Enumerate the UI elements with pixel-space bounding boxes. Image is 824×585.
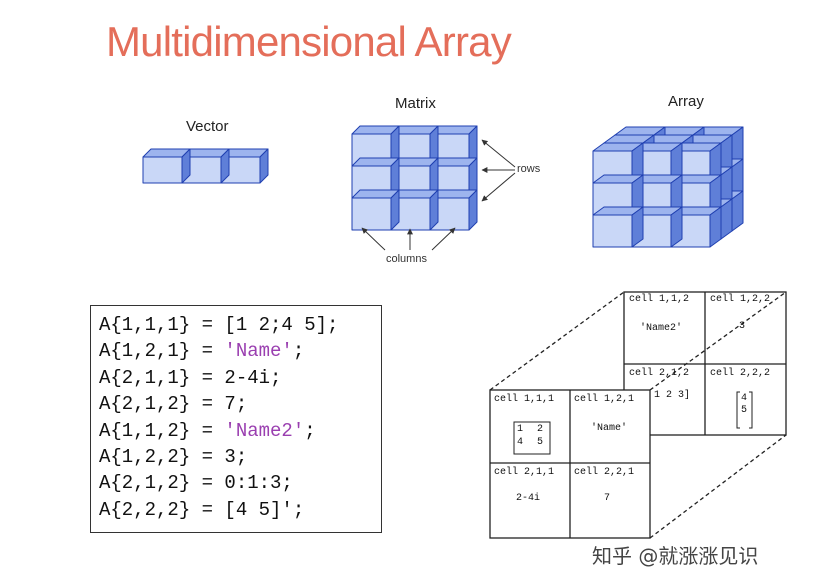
- columns-arrows: [361, 227, 456, 251]
- columns-label: columns: [386, 253, 427, 265]
- matrix-label: Matrix: [395, 95, 436, 112]
- page-title: Multidimensional Array: [106, 18, 512, 65]
- cube-face: [592, 214, 633, 248]
- cell-label: cell 2,1,2: [629, 368, 690, 379]
- code-value: 0:1:3;: [224, 472, 293, 495]
- cell-label: cell 2,1,1: [494, 467, 555, 478]
- rows-arrows: [481, 139, 516, 202]
- cell-label: cell 1,1,1: [494, 394, 555, 405]
- code-prefix: A{1,2,2} =: [99, 446, 225, 469]
- cell-value: 'Name2': [640, 323, 683, 334]
- vector-cubes: [142, 148, 269, 184]
- cell-value: 1: [517, 424, 524, 435]
- cell-array-back: [623, 291, 787, 436]
- code-value: [1 2;4 5];: [224, 314, 339, 336]
- code-value: 7;: [224, 393, 248, 416]
- code-suffix: ;: [304, 419, 316, 442]
- rows-label: rows: [517, 163, 541, 175]
- code-line: A{1,1,1} = [1 2;4 5];: [99, 312, 381, 338]
- code-prefix: A{1,1,1} =: [99, 314, 225, 336]
- code-value: 'Name': [224, 340, 293, 363]
- cell-array-front: [489, 389, 651, 539]
- cell-value: 1 2 3]: [654, 390, 691, 401]
- array-cubes: [592, 126, 744, 248]
- cell-label: cell 1,2,2: [710, 294, 771, 305]
- code-value: 2-4i;: [224, 366, 282, 389]
- perspective-lines: [489, 291, 787, 539]
- cell-value: 'Name': [591, 423, 628, 434]
- cell-value: 5: [741, 405, 748, 416]
- cube-face: [351, 197, 392, 231]
- code-value: [4 5]';: [224, 498, 305, 521]
- cell-value: 4: [517, 437, 524, 448]
- code-prefix: A{2,1,1} =: [99, 366, 225, 389]
- cell-value: 7: [604, 493, 611, 504]
- cell-value: 3: [739, 321, 746, 332]
- code-line: A{1,2,2} = 3;: [99, 444, 381, 470]
- cell-value: 4: [741, 393, 748, 404]
- code-suffix: ;: [292, 340, 305, 363]
- code-line: A{2,1,2} = 7;: [99, 391, 381, 417]
- code-prefix: A{1,2,1} =: [99, 340, 225, 363]
- code-value: 3;: [224, 446, 248, 469]
- code-value: 'Name2': [224, 419, 305, 442]
- code-prefix: A{2,1,2} =: [99, 472, 225, 495]
- cell-value: 5: [537, 437, 544, 448]
- code-line: A{1,1,2} = 'Name2';: [99, 418, 381, 444]
- code-line: A{2,1,1} = 2-4i;: [99, 365, 381, 391]
- code-prefix: A{1,1,2} =: [99, 419, 225, 442]
- code-prefix: A{2,2,2} =: [99, 498, 225, 521]
- array-label: Array: [668, 93, 704, 110]
- cell-label: cell 1,2,1: [574, 394, 635, 405]
- code-prefix: A{2,1,2} =: [99, 393, 225, 416]
- code-box: A{1,1,1} = [1 2;4 5];A{1,2,1} = 'Name';A…: [90, 305, 382, 533]
- matrix-cubes: [351, 125, 478, 231]
- cell-value: 2: [537, 424, 544, 435]
- code-line: A{2,1,2} = 0:1:3;: [99, 470, 381, 496]
- column-vector-bracket: [736, 391, 753, 429]
- cell-value: 2-4i: [516, 493, 541, 504]
- cell-label: cell 2,2,1: [574, 467, 635, 478]
- cell-label: cell 1,1,2: [629, 294, 690, 305]
- vector-label: Vector: [186, 118, 229, 135]
- watermark: 知乎 @就涨涨见识: [592, 544, 759, 568]
- code-line: A{1,2,1} = 'Name';: [99, 338, 381, 364]
- cube-face: [142, 156, 183, 184]
- code-line: A{2,2,2} = [4 5]';: [99, 497, 381, 523]
- cell-label: cell 2,2,2: [710, 368, 771, 379]
